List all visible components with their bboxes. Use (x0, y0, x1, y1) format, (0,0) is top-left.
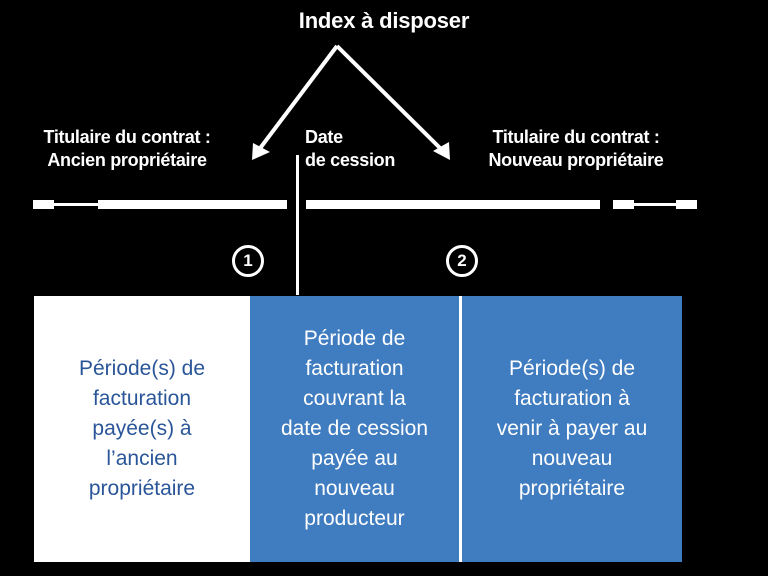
period-box-future-to-new-owner-text: Période(s) de facturation à venir à paye… (496, 357, 648, 500)
period-boxes: Période(s) de facturation payée(s) à l’a… (34, 296, 682, 562)
label-cession-date: Date de cession (250, 126, 410, 172)
period-box-covering-cession-date-text: Période de facturation couvrant la date … (280, 327, 429, 530)
timeline-dash-left-2 (98, 200, 119, 209)
label-cession-date-line2: de cession (305, 150, 396, 170)
period-box-paid-to-old-owner-text: Période(s) de facturation payée(s) à l’a… (78, 357, 206, 500)
marker-1: 1 (232, 245, 264, 277)
arrow-right-line (335, 44, 445, 153)
period-box-future-to-new-owner: Période(s) de facturation à venir à paye… (462, 296, 682, 562)
label-cession-date-line1: Date (305, 127, 343, 147)
label-old-owner: Titulaire du contrat : Ancien propriétai… (12, 126, 242, 172)
timeline-dash-right-2 (676, 200, 697, 209)
label-new-owner-line1: Titulaire du contrat : (492, 127, 660, 147)
label-new-owner: Titulaire du contrat : Nouveau propriéta… (452, 126, 700, 172)
timeline-connector-right (634, 203, 676, 206)
arrow-left-head (252, 143, 270, 160)
diagram-title: Index à disposer (298, 8, 470, 33)
period-box-divider (459, 296, 462, 562)
marker-2: 2 (446, 245, 478, 277)
timeline-connector-left (54, 203, 98, 206)
label-old-owner-line1: Titulaire du contrat : (43, 127, 211, 147)
index-arrows (252, 44, 450, 160)
arrow-right-head (433, 142, 450, 160)
timeline-segment-after-cession (306, 200, 600, 209)
timeline-segment-before-cession (110, 200, 287, 209)
timeline-dash-left-1 (33, 200, 54, 209)
timeline-dash-right-1 (613, 200, 634, 209)
arrow-left-line (256, 44, 339, 153)
period-box-paid-to-old-owner: Période(s) de facturation payée(s) à l’a… (34, 296, 250, 562)
label-old-owner-line2: Ancien propriétaire (47, 150, 207, 170)
label-new-owner-line2: Nouveau propriétaire (488, 150, 664, 170)
period-box-covering-cession-date: Période de facturation couvrant la date … (250, 296, 459, 562)
cession-date-line (296, 155, 299, 295)
